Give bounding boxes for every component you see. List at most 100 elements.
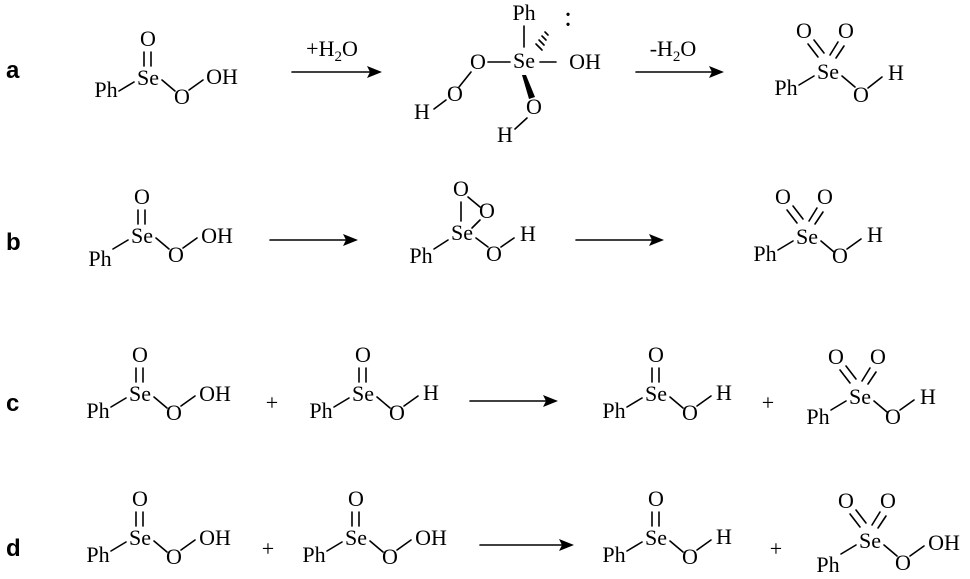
bond-line <box>161 79 176 92</box>
arrowhead <box>367 66 382 78</box>
radical-dot: · <box>563 0 572 31</box>
row-label-a: a <box>6 57 20 84</box>
bond-line <box>188 79 204 91</box>
phenyl-group: Ph <box>512 0 535 25</box>
phenyl-group: Ph <box>86 542 109 567</box>
phenyl-group: Ph <box>602 398 625 423</box>
oxo-oxygen: O <box>817 184 833 209</box>
bond-line <box>475 237 489 248</box>
phenyl-group: Ph <box>806 404 829 429</box>
arrowhead <box>559 539 574 551</box>
hydrogen-atom: H <box>497 122 513 147</box>
bond-line <box>830 400 847 411</box>
hydroxyl-group: OH <box>206 64 238 89</box>
bond-line <box>899 399 915 411</box>
hash-bond <box>535 43 543 51</box>
peroxy-oxygen: O <box>382 544 398 569</box>
hydrogen-atom: H <box>520 221 536 246</box>
hydrogen-atom: H <box>716 380 732 405</box>
bond-line <box>112 239 129 250</box>
double-bond-line <box>792 205 804 220</box>
selenium-atom: Se <box>859 528 881 553</box>
hydrogen-atom: H <box>867 222 883 247</box>
reagent-remove-water: -H2O <box>650 36 697 65</box>
selenium-atom: Se <box>817 59 839 84</box>
oxo-oxygen: O <box>796 18 812 43</box>
selenium-atom: Se <box>137 65 159 90</box>
phenyl-group: Ph <box>94 77 117 102</box>
oxo-oxygen: O <box>648 342 664 367</box>
oxo-oxygen: O <box>134 184 150 209</box>
bond-line <box>155 237 170 250</box>
peroxy-oxygen: O <box>166 400 182 425</box>
reagent-add-water: +H2O <box>306 36 358 65</box>
peroxy-oxygen: O <box>174 84 190 109</box>
bond-line <box>180 395 196 407</box>
radical-dot: · <box>563 10 572 41</box>
double-bond-line <box>835 45 845 59</box>
row-c-product-seleninic-acid: O Se Ph O H <box>602 342 732 425</box>
bond-line <box>153 396 168 409</box>
bond-line <box>396 539 412 551</box>
row-b-intermediate-cyclic-seleninate: O O Se Ph O H <box>409 176 536 268</box>
phenyl-group: Ph <box>309 398 332 423</box>
ring-oxygen: O <box>479 198 495 223</box>
bond-line <box>110 397 127 408</box>
bond-line <box>403 395 419 407</box>
bond-line <box>626 397 643 408</box>
row-d: d O Se Ph O OH + O Se Ph O OH <box>6 486 960 577</box>
double-bond-line <box>871 511 881 526</box>
bond-line <box>182 237 198 249</box>
row-b-reactant-peroxyseleninic-acid: O Se Ph O OH <box>88 184 233 271</box>
bond-line <box>433 239 449 250</box>
oxo-oxygen: O <box>775 184 791 209</box>
bond-line <box>376 396 391 409</box>
double-bond-line <box>861 367 871 382</box>
bond-line <box>326 541 343 552</box>
plus-sign: + <box>262 536 274 561</box>
bond-line <box>798 75 815 86</box>
row-d-reactant-peroxyseleninic-acid: O Se Ph O OH <box>86 486 231 569</box>
oxo-oxygen: O <box>870 344 886 369</box>
arrowhead <box>343 234 358 246</box>
phenyl-group: Ph <box>86 398 109 423</box>
row-b: b O Se Ph O OH O O Se Ph O H <box>6 176 883 271</box>
hydroxyl-oxygen: O <box>885 404 901 429</box>
selenium-atom: Se <box>796 224 818 249</box>
selenium-atom: Se <box>513 48 535 73</box>
hydroxyl-oxygen: O <box>389 400 405 425</box>
hydroxyl-group: OH <box>928 530 960 555</box>
double-bond-line <box>786 209 798 224</box>
selenium-atom: Se <box>345 525 367 550</box>
oxo-oxygen: O <box>648 486 664 511</box>
bond-line <box>840 544 857 555</box>
hydroxyl-group: OH <box>199 525 231 550</box>
phenyl-group: Ph <box>753 241 776 266</box>
selenium-atom: Se <box>129 525 151 550</box>
phenyl-group: Ph <box>602 542 625 567</box>
arrowhead <box>709 66 724 78</box>
bond-line <box>909 545 925 557</box>
phenyl-group: Ph <box>774 75 797 100</box>
phenyl-group: Ph <box>302 542 325 567</box>
peroxy-oxygen: O <box>895 550 911 575</box>
oxo-oxygen: O <box>140 26 156 51</box>
double-bond-line <box>845 365 857 380</box>
oxo-oxygen: O <box>880 488 896 513</box>
oxo-oxygen: O <box>355 342 371 367</box>
hydrogen-atom: H <box>423 380 439 405</box>
hydrogen-atom: H <box>920 384 936 409</box>
row-a: a O Se Ph O OH +H2O Ph · · <box>6 0 904 147</box>
hash-bond <box>544 31 549 36</box>
row-label-c: c <box>6 390 19 417</box>
bond-line <box>820 240 835 253</box>
selenium-atom: Se <box>352 381 374 406</box>
phenyl-group: Ph <box>409 243 432 268</box>
plus-sign: + <box>762 390 774 415</box>
bond-line <box>110 541 127 552</box>
selenium-atom: Se <box>129 381 151 406</box>
bond-line <box>369 540 384 553</box>
hydroxyl-group: OH <box>201 223 233 248</box>
peroxy-oxygen: O <box>447 81 463 106</box>
